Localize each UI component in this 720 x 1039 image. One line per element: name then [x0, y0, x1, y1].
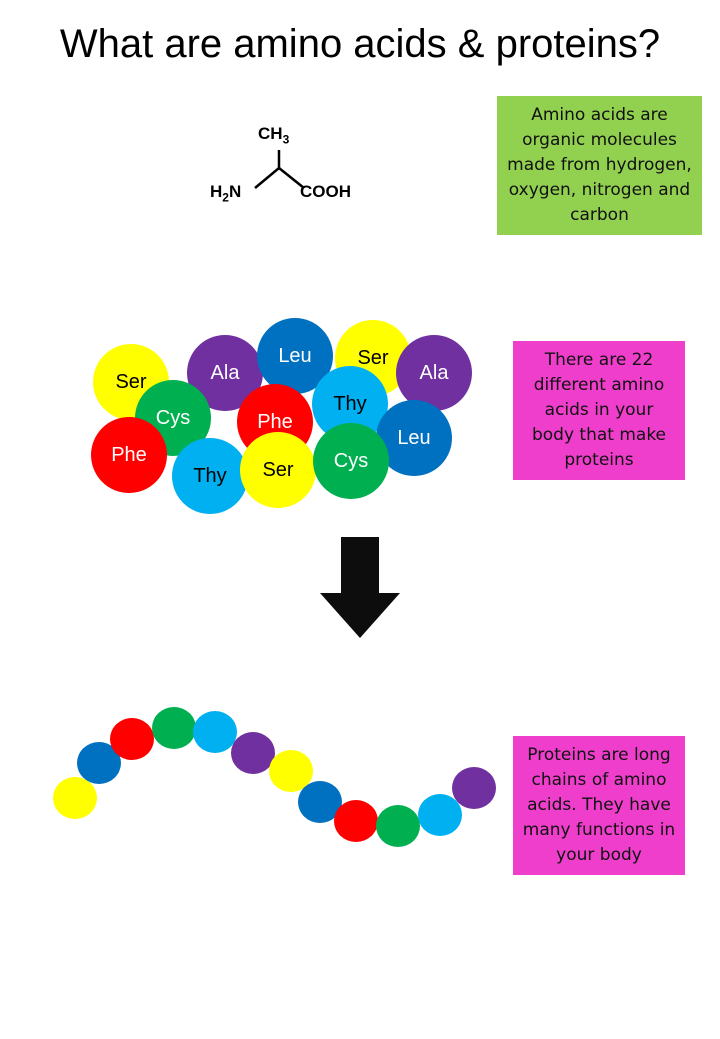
- amino-acid-thy: Thy: [172, 438, 248, 514]
- chain-bead: [452, 767, 496, 809]
- amino-acid-definition-box: Amino acids are organic molecules made f…: [497, 96, 702, 235]
- chain-bead: [376, 805, 420, 847]
- chain-bead: [334, 800, 378, 842]
- proteins-definition-box: Proteins are long chains of amino acids.…: [513, 736, 685, 875]
- amino-acid-count-box: There are 22 different amino acids in yo…: [513, 341, 685, 480]
- chain-bead: [53, 777, 97, 819]
- amino-acid-cys: Cys: [313, 423, 389, 499]
- arrow-shape: [320, 537, 400, 638]
- page-title: What are amino acids & proteins?: [59, 22, 661, 66]
- chain-bead: [110, 718, 154, 760]
- molecule-bonds: [254, 150, 305, 189]
- amino-acid-ser: Ser: [240, 432, 316, 508]
- amino-acid-ala: Ala: [396, 335, 472, 411]
- down-arrow-icon: [320, 537, 400, 638]
- bond-lines: [254, 166, 305, 189]
- chain-bead: [193, 711, 237, 753]
- amino-acid-phe: Phe: [91, 417, 167, 493]
- chain-bead: [231, 732, 275, 774]
- methyl-group-label: CH3: [258, 124, 290, 147]
- chain-bead: [418, 794, 462, 836]
- chain-bead: [152, 707, 196, 749]
- carboxyl-group-label: COOH: [300, 182, 351, 201]
- amine-group-label: H2N: [210, 182, 242, 205]
